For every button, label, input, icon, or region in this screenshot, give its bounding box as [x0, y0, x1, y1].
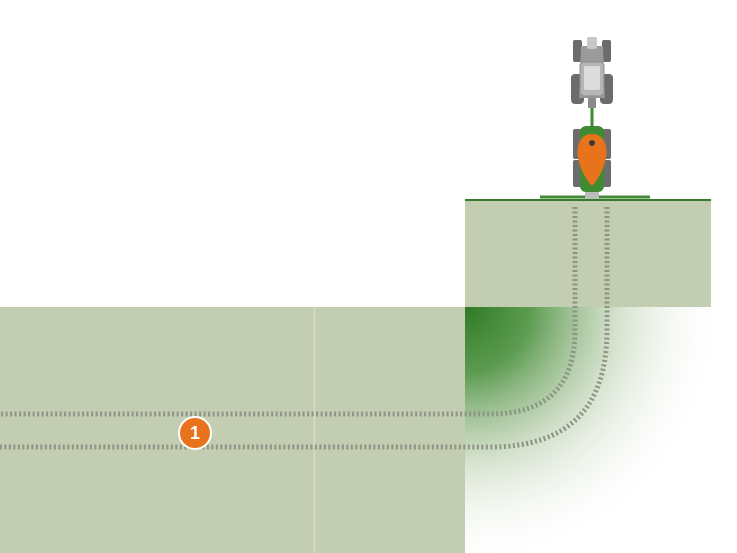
- tractor-icon: [571, 37, 613, 108]
- lower-field-middle: [315, 307, 465, 553]
- callout-badge: [178, 416, 212, 450]
- upper-field: [465, 201, 711, 307]
- trailed-sprayer-icon: [573, 108, 611, 192]
- spray-boom-icon: [540, 191, 650, 199]
- track-inner: [0, 207, 610, 450]
- turning-corner-shade: [465, 307, 737, 553]
- tyre-tracks: [0, 207, 610, 450]
- lower-field-left: [0, 307, 314, 553]
